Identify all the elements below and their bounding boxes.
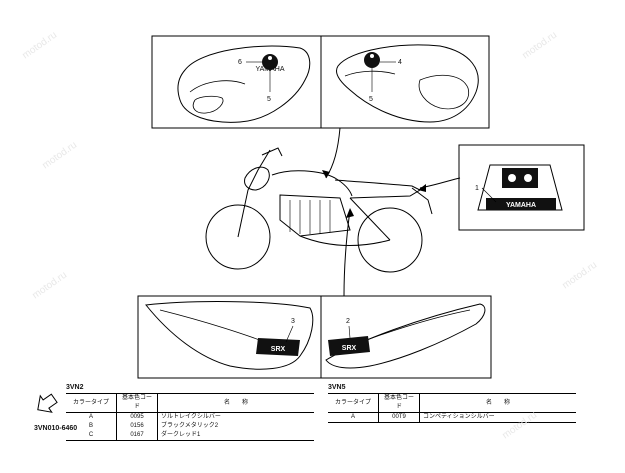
callout-six: 6 xyxy=(238,59,242,66)
leader-tail-arrowhead xyxy=(418,184,426,192)
table-cell: A xyxy=(88,414,93,420)
table-header-row: カラータイプ 基本色コード 名 称 xyxy=(66,393,314,413)
fuel-tank xyxy=(271,170,353,197)
left-tank xyxy=(145,301,314,370)
leader-three xyxy=(285,325,294,343)
left-tank-badge xyxy=(256,338,300,356)
left-cover-cutout xyxy=(192,95,224,114)
color-table-right-grid: カラータイプ 基本色コード 名 称 A 00T9 コンペティションシルバー xyxy=(328,393,576,423)
right-cover-frame xyxy=(320,35,490,129)
right-tank xyxy=(325,303,486,369)
handlebar xyxy=(261,147,283,157)
right-cover-line xyxy=(344,70,396,77)
table-cell: ブラックメタリック2 xyxy=(157,422,314,431)
left-tank-text: SRX xyxy=(271,346,286,353)
table-cell: コンペティションシルバー xyxy=(419,412,576,423)
table-header-cell: 名 称 xyxy=(419,393,576,413)
table-header-cell: 基本色コード xyxy=(116,393,158,413)
engine-fins xyxy=(289,200,331,234)
left-cover-line xyxy=(189,80,246,93)
front-fork xyxy=(237,149,271,238)
left-emblem xyxy=(262,54,278,70)
table-header-cell: 名 称 xyxy=(157,393,314,413)
table-cell: C xyxy=(66,431,117,441)
right-emblem xyxy=(364,52,380,68)
color-table-right-title: 3VN5 xyxy=(328,384,346,391)
table-row: A 00T9 コンペティションシルバー xyxy=(328,412,576,423)
color-table-left-grid: カラータイプ 基本色コード 名 称 A 0095 ソルトレイクシルバー B 01… xyxy=(66,393,314,441)
table-row: A 0095 ソルトレイクシルバー xyxy=(66,412,314,422)
callout-four: 4 xyxy=(398,59,402,66)
front-wheel xyxy=(205,204,271,270)
right-side-cover xyxy=(336,44,479,123)
tail-light xyxy=(502,168,538,188)
table-cell: B xyxy=(88,423,93,429)
leader-one xyxy=(481,187,497,203)
leader-two xyxy=(348,325,351,339)
rear-wheel xyxy=(357,207,423,273)
table-header-cell: 基本色コード xyxy=(378,393,420,413)
engine xyxy=(279,194,351,237)
tail-light-right xyxy=(524,174,532,182)
right-emblem-mark xyxy=(370,54,374,58)
tail-light-left xyxy=(508,174,516,182)
table-row: B 0156 ブラックメタリック2 xyxy=(66,422,314,431)
tail-emblem-plate xyxy=(486,198,556,210)
color-table-left: 3VN2 カラータイプ 基本色コード 名 称 A 0095 ソルトレイクシルバー… xyxy=(66,383,314,441)
front-direction-arrow-icon xyxy=(37,393,58,413)
tail-emblem-text: YAMAHA xyxy=(506,202,536,209)
callout-one: 1 xyxy=(475,185,479,192)
left-cover-frame xyxy=(151,35,322,129)
right-tank-badge xyxy=(328,336,370,356)
leader-tank-arrowhead xyxy=(346,208,354,218)
table-cell: 0167 xyxy=(116,431,158,441)
callout-two: 2 xyxy=(346,318,350,325)
left-emblem-mark xyxy=(268,56,272,60)
seat xyxy=(334,179,422,199)
table-cell: A xyxy=(328,412,379,423)
table-row: C 0167 ダークレッド1 xyxy=(66,431,314,441)
table-cell: 0095 xyxy=(116,412,158,422)
table-cell: ソルトレイクシルバー xyxy=(157,412,314,422)
exhaust xyxy=(299,235,391,247)
right-tank-frame xyxy=(320,295,492,379)
part-code: 3VN010-6460 xyxy=(34,425,78,432)
table-header-cell: カラータイプ xyxy=(328,393,379,413)
callout-five-left: 5 xyxy=(267,96,271,103)
headlight xyxy=(244,166,270,191)
table-cell: ダークレッド1 xyxy=(157,431,314,441)
callout-five-right: 5 xyxy=(369,96,373,103)
right-cover-cutout xyxy=(418,74,470,110)
swingarm xyxy=(349,197,391,241)
color-table-right: 3VN5 カラータイプ 基本色コード 名 称 A 00T9 コンペティションシル… xyxy=(328,383,576,423)
table-cell: 0156 xyxy=(116,422,158,431)
color-table-left-title: 3VN2 xyxy=(66,384,84,391)
table-header-row: カラータイプ 基本色コード 名 称 xyxy=(328,393,576,413)
left-emblem-text: YAMAHA xyxy=(255,66,284,73)
leader-to-tank xyxy=(343,209,351,297)
tail-frame xyxy=(458,144,585,231)
table-cell: 00T9 xyxy=(378,412,420,423)
left-side-cover xyxy=(177,45,311,123)
rear-fender xyxy=(411,187,433,215)
motorcycle xyxy=(205,147,433,273)
table-header-cell: カラータイプ xyxy=(66,393,117,413)
callout-three: 3 xyxy=(291,318,295,325)
leader-top-to-bike xyxy=(325,127,341,179)
right-tank-text: SRX xyxy=(342,345,357,352)
